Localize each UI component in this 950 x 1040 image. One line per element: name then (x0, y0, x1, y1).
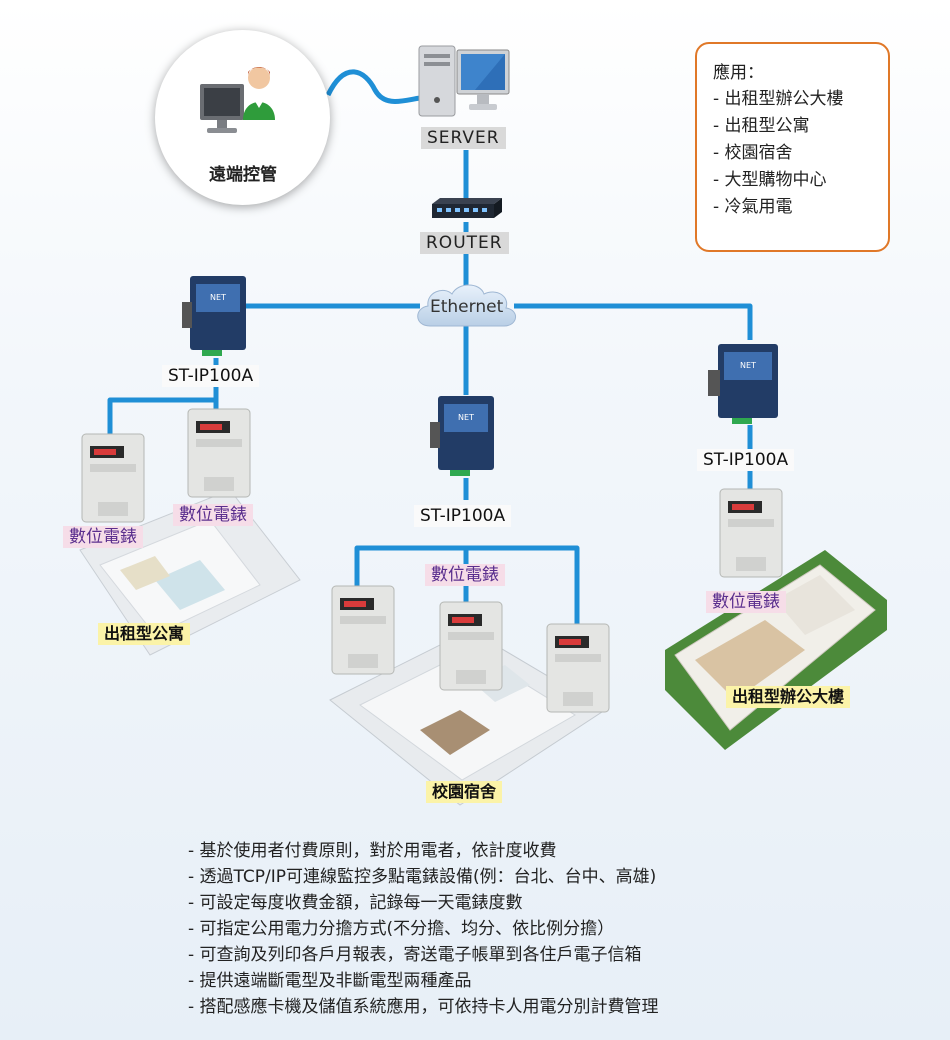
applications-list: - 出租型辦公大樓 - 出租型公寓 - 校園宿舍 - 大型購物中心 - 冷氣用電 (713, 86, 872, 221)
meter-label: 數位電錶 (63, 526, 143, 548)
converter-panel-text: NET (458, 413, 474, 422)
feature-item: - 基於使用者付費原則，對於用電者，依計度收費 (188, 841, 557, 861)
feature-item: - 可指定公用電力分擔方式(不分擔、均分、依比例分擔） (188, 919, 615, 939)
server-computer-icon (418, 45, 510, 117)
electricity-meter-icon (331, 585, 395, 675)
converter-panel-text: NET (210, 293, 226, 302)
feature-item: - 搭配感應卡機及儲值系統應用，可依持卡人用電分別計費管理 (188, 997, 659, 1017)
electricity-meter-icon (187, 408, 251, 498)
converter-device-icon: NET (430, 396, 494, 476)
feature-item: - 提供遠端斷電型及非斷電型兩種產品 (188, 971, 472, 991)
converter-device-icon: NET (182, 276, 246, 356)
converter-label-left: ST-IP100A (162, 365, 260, 387)
converter-label-center: ST-IP100A (414, 505, 512, 527)
site-label-apartment: 出租型公寓 (98, 623, 191, 645)
feature-item: - 透過TCP/IP可連線監控多點電錶設備(例：台北、台中、高雄) (188, 867, 657, 887)
site-label-office: 出租型辦公大樓 (726, 686, 851, 708)
application-item: - 大型購物中心 (713, 170, 827, 190)
electricity-meter-icon (546, 623, 610, 713)
meter-label: 數位電錶 (425, 564, 505, 586)
electricity-meter-icon (439, 601, 503, 691)
converter-panel-text: NET (740, 361, 756, 370)
site-label-dorm: 校園宿舍 (426, 781, 503, 803)
ethernet-right-link (514, 303, 753, 340)
server-label: SERVER (421, 127, 506, 149)
application-item: - 冷氣用電 (713, 197, 793, 217)
router-switch-icon (432, 198, 502, 218)
operator-computer-icon (200, 67, 275, 133)
application-item: - 出租型辦公大樓 (713, 89, 844, 109)
router-label: ROUTER (420, 232, 509, 254)
converter-device-icon: NET (708, 344, 778, 424)
ethernet-label: Ethernet (430, 297, 504, 317)
application-item: - 出租型公寓 (713, 116, 810, 136)
remote-control-label: 遠端控管 (209, 165, 277, 185)
feature-item: - 可設定每度收費金額，記錄每一天電錶度數 (188, 893, 523, 913)
applications-box: 應用： - 出租型辦公大樓 - 出租型公寓 - 校園宿舍 - 大型購物中心 - … (695, 42, 890, 252)
meter-label: 數位電錶 (173, 504, 253, 526)
office-building-illustration (665, 550, 887, 750)
electricity-meter-icon (81, 433, 145, 523)
feature-item: - 可查詢及列印各戶月報表，寄送電子帳單到各住戶電子信箱 (188, 945, 642, 965)
application-item: - 校園宿舍 (713, 143, 793, 163)
converter-label-right: ST-IP100A (697, 449, 795, 471)
dormitory-building-illustration (329, 629, 606, 806)
electricity-meter-icon (719, 488, 783, 578)
ethernet-cloud-icon (417, 284, 516, 327)
meter-label: 數位電錶 (706, 591, 786, 613)
applications-title: 應用： (713, 63, 764, 83)
feature-list: - 基於使用者付費原則，對於用電者，依計度收費 - 透過TCP/IP可連線監控多… (188, 838, 828, 1020)
remote-server-link (325, 69, 421, 104)
